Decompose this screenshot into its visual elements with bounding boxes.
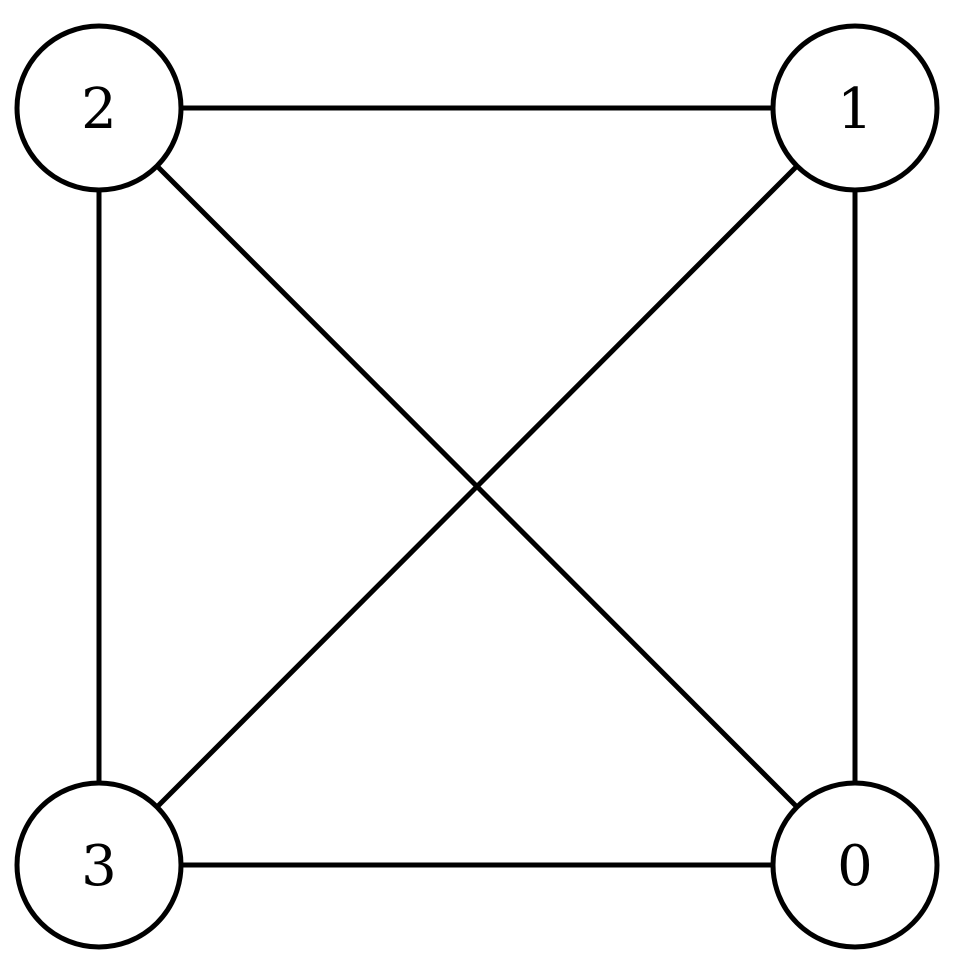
node-label: 3 [81,834,117,899]
edge-1-3 [156,165,798,808]
node-2: 2 [14,23,184,193]
node-label: 2 [81,77,117,142]
node-0: 0 [770,780,940,950]
edges [96,105,858,868]
node-1: 1 [770,23,940,193]
node-label: 1 [837,77,873,142]
node-3: 3 [14,780,184,950]
node-label: 0 [837,834,873,899]
